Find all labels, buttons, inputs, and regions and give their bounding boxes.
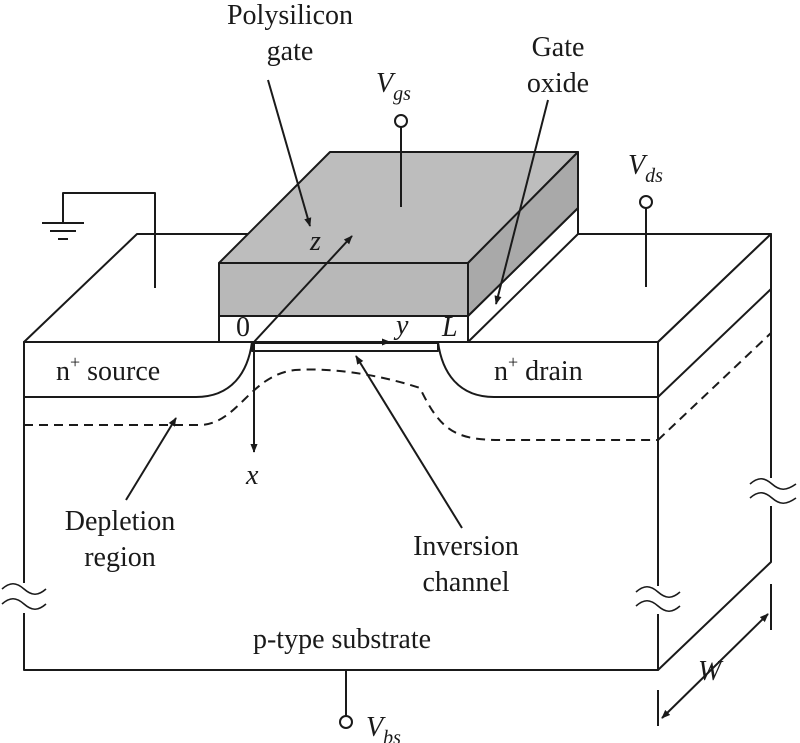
substrate-label: p-type substrate	[253, 624, 431, 655]
drain-terminal[interactable]	[639, 195, 653, 209]
depletion-boundary-side	[657, 332, 772, 441]
inversion-label-line2: channel	[422, 567, 509, 598]
axis-x-label: x	[245, 460, 259, 491]
break-mark-side	[748, 477, 798, 506]
gate-oxide-pointer	[494, 99, 549, 305]
source-label: n+ source	[56, 352, 160, 387]
depletion-boundary	[24, 368, 658, 441]
length-label: L	[441, 312, 458, 343]
break-mark-front-right	[635, 585, 682, 614]
gate-oxide-label-line2: oxide	[527, 68, 589, 99]
drain-diffusion-edge	[657, 288, 772, 398]
gate-oxide-label-line1: Gate	[532, 32, 585, 63]
vds-label: Vds	[628, 150, 663, 187]
axis-z-label: z	[309, 226, 321, 257]
inversion-label-line1: Inversion	[413, 531, 519, 562]
gate-terminal[interactable]	[394, 114, 408, 128]
axis-z-arrow	[253, 235, 353, 343]
inversion-pointer	[355, 355, 463, 529]
polysilicon-label-line1: Polysilicon	[227, 0, 353, 31]
depletion-label-line1: Depletion	[65, 506, 175, 537]
vgs-label: Vgs	[376, 68, 411, 105]
source-ground-wire	[62, 192, 156, 288]
axis-y-label: y	[393, 310, 409, 341]
break-mark-left	[0, 582, 48, 613]
width-dimension-arrow	[661, 613, 769, 719]
width-label: W	[698, 656, 724, 687]
drain-label: n+ drain	[494, 352, 583, 387]
origin-label: 0	[236, 312, 250, 343]
depletion-label-line2: region	[84, 542, 156, 573]
body-terminal[interactable]	[339, 715, 353, 729]
polysilicon-pointer	[267, 79, 312, 227]
vbs-label: Vbs	[366, 712, 401, 743]
inversion-channel-strip	[251, 342, 439, 352]
polysilicon-label-line2: gate	[267, 36, 314, 67]
gate-front-face	[218, 262, 469, 317]
depletion-pointer	[125, 417, 177, 501]
